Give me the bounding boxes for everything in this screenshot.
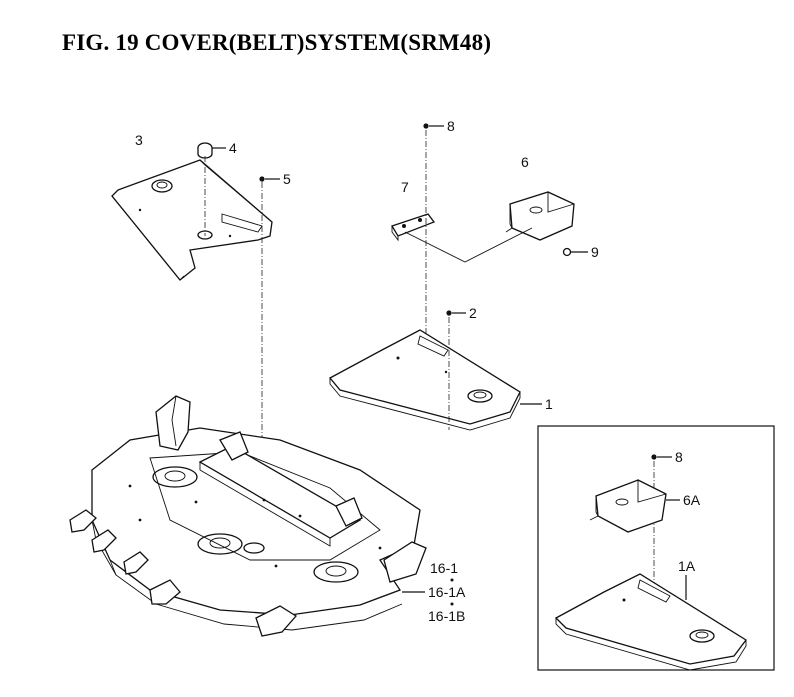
figure-title: FIG. 19 COVER(BELT)SYSTEM(SRM48) <box>62 30 492 55</box>
callout-7: 7 <box>401 179 409 195</box>
bolt-part-8 <box>423 123 444 340</box>
inset-detail <box>537 425 775 671</box>
assembly-leader-line <box>404 227 533 263</box>
callout-3: 3 <box>135 132 143 148</box>
cover-part-3 <box>111 159 273 281</box>
callout-6a: 6A <box>683 492 701 508</box>
callout-4: 4 <box>229 140 237 156</box>
cover-part-6 <box>505 191 575 241</box>
callout-5: 5 <box>283 171 291 187</box>
mower-deck <box>69 395 427 637</box>
callout-16-1a: 16-1A <box>428 584 466 600</box>
bolt-part-5 <box>259 176 280 452</box>
belt-cover-part-1 <box>328 329 542 431</box>
callout-16-1: 16-1 <box>430 560 458 576</box>
callout-8: 8 <box>447 118 455 134</box>
separator-dot <box>450 578 454 582</box>
callout-16-1b: 16-1B <box>428 608 465 624</box>
bolt-part-2 <box>446 310 466 430</box>
bracket-part-7 <box>391 213 436 242</box>
callout-9: 9 <box>591 244 599 260</box>
separator-dot <box>450 602 454 606</box>
callout-2: 2 <box>469 305 477 321</box>
callout-1a: 1A <box>678 558 696 574</box>
nut-part-9 <box>562 247 588 257</box>
grommet-part-4 <box>197 142 226 236</box>
callout-1: 1 <box>545 396 553 412</box>
callout-inset-8: 8 <box>675 449 683 465</box>
callout-6: 6 <box>521 154 529 170</box>
